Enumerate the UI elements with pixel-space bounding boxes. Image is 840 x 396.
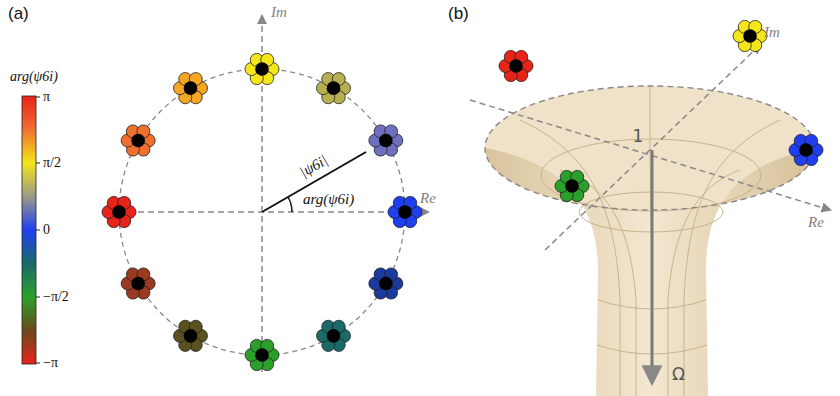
- omega-axis: [651, 150, 654, 382]
- flower-icon: [369, 125, 403, 156]
- flower-icon: [102, 196, 136, 227]
- funnel: [485, 86, 815, 396]
- math-label: arg(ψ6i): [10, 69, 58, 84]
- flower-icon: [245, 53, 279, 84]
- tick-label: −π: [43, 355, 58, 370]
- magnitude-line: [262, 152, 366, 212]
- flower-icon: [174, 73, 208, 104]
- axis-label: Im: [764, 24, 780, 41]
- flower-icon: [174, 320, 208, 351]
- colorbar: [22, 96, 36, 364]
- math-label: Ω: [672, 365, 685, 384]
- flower-icon: [789, 134, 823, 165]
- flower-icon: [388, 196, 422, 227]
- angle-arc: [288, 197, 292, 212]
- axis-label: Re: [420, 190, 436, 207]
- flower-icon: [317, 320, 351, 351]
- axes-3d: [470, 45, 830, 250]
- tick-label: π: [43, 89, 50, 104]
- colorbar-ticks: [36, 97, 40, 363]
- flowers: [102, 20, 823, 370]
- flower-icon: [555, 170, 589, 201]
- panel-label: (a): [8, 5, 29, 24]
- flower-icon: [317, 73, 351, 104]
- axis-label: Re: [808, 214, 824, 231]
- flower-icon: [733, 20, 767, 51]
- unit-circle: [119, 69, 405, 355]
- flower-icon: [121, 268, 155, 299]
- flower-icon: [121, 125, 155, 156]
- axes: [108, 16, 428, 372]
- flower-icon: [499, 50, 533, 81]
- tick-label: π/2: [43, 155, 61, 170]
- math-label: 1: [633, 127, 644, 146]
- flower-icon: [369, 268, 403, 299]
- tick-label: −π/2: [43, 289, 69, 304]
- panel-label: (b): [448, 5, 469, 24]
- flower-icon: [245, 339, 279, 370]
- math-label: arg(ψ6i): [303, 191, 354, 208]
- tick-label: 0: [43, 222, 50, 237]
- axis-label: Im: [271, 4, 287, 21]
